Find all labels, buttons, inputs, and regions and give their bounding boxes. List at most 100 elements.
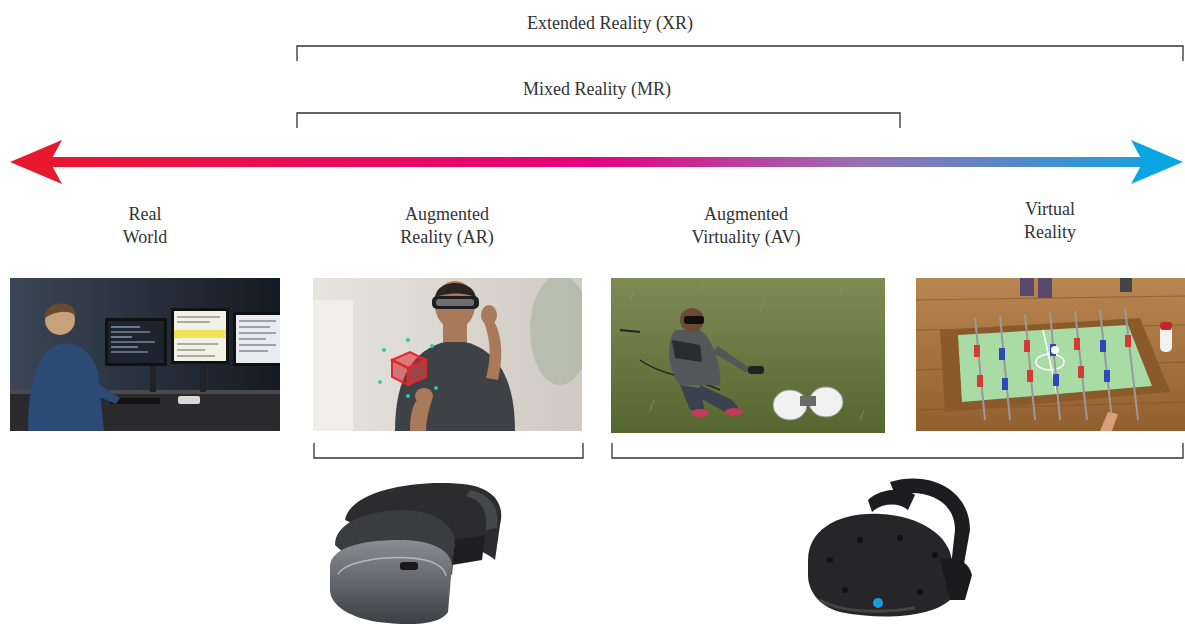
- av-photo-part: [700, 385, 740, 412]
- av-photo-part-part: [700, 283, 703, 290]
- vr-scene-part-part: [1125, 308, 1138, 420]
- vr-scene-part: [1160, 322, 1172, 330]
- vr-scene-part-part: [1100, 340, 1106, 352]
- real-world-photo-part: [108, 321, 164, 363]
- ar-photo-part: [435, 281, 475, 329]
- real-world-photo: [10, 278, 280, 431]
- real-world-photo-part: [236, 315, 280, 363]
- bracket-label: Mixed Reality (MR): [523, 78, 671, 101]
- real-world-photo-part-part: [111, 331, 150, 332]
- ar-photo-part-part: [430, 344, 434, 348]
- vr-scene-part-part: [1053, 374, 1059, 386]
- av-photo-part-part: [760, 302, 764, 310]
- real-world-photo-part-part: [239, 333, 276, 334]
- real-world-photo-part: [45, 303, 76, 318]
- real-world-photo-part: [177, 317, 220, 356]
- vr-headset-part-part: [917, 589, 923, 595]
- av-photo-part: [680, 308, 704, 332]
- vr-headset-part: [868, 490, 915, 512]
- real-world-photo-part-part: [177, 322, 210, 323]
- real-world-photo-part-part: [177, 317, 220, 318]
- real-world-photo-part: [111, 327, 155, 352]
- vr-scene-part-part: [1125, 335, 1131, 347]
- vr-scene-part: [999, 340, 1110, 390]
- spectrum-stage-label: Real World: [106, 203, 184, 248]
- ar-photo-part: [415, 388, 433, 404]
- real-world-photo-part-part: [177, 350, 205, 351]
- ar-headset-part: [330, 540, 452, 624]
- vr-scene-part: [1038, 278, 1052, 298]
- vr-scene-part-part: [1100, 310, 1112, 420]
- av-photo-part-part: [650, 400, 654, 410]
- real-world-photo-part-part: [177, 344, 218, 345]
- real-world-photo-part-part: [111, 346, 138, 347]
- ar-photo: [313, 278, 582, 431]
- real-world-photo-part: [171, 308, 229, 364]
- real-world-photo-part: [233, 312, 280, 366]
- ar-photo-part: [392, 352, 426, 385]
- ar-headset-part: [338, 558, 446, 576]
- ar-photo-part: [481, 305, 497, 325]
- ar-photo-part: [530, 278, 582, 385]
- ar-photo-part: [313, 300, 353, 431]
- vr-scene-part: [1051, 346, 1059, 354]
- av-photo-part: [691, 409, 709, 417]
- av-photo-part: [684, 316, 704, 324]
- real-world-photo-part-part: [111, 326, 140, 327]
- vr-headset-part: [820, 600, 915, 611]
- spectrum-arrow-part: [38, 157, 1158, 167]
- real-world-photo-part-part: [111, 351, 148, 352]
- vr-scene-part: [975, 308, 1138, 420]
- ar-photo-part: [436, 299, 474, 306]
- vr-headset-part-part: [857, 537, 863, 543]
- real-world-photo-part: [105, 318, 167, 366]
- vr-headset-part: [827, 535, 938, 595]
- real-world-photo-part: [200, 364, 206, 392]
- vr-scene-part-part: [1000, 316, 1010, 420]
- real-world-photo-part: [150, 366, 156, 392]
- ar-photo-part-part: [378, 380, 382, 384]
- spectrum-stage-label: Augmented Reality (AR): [381, 203, 513, 248]
- real-world-photo-part-part: [239, 327, 270, 328]
- ar-headset-part: [466, 490, 498, 530]
- vr-scene-part-part: [1002, 378, 1008, 390]
- real-world-photo-part-part: [111, 341, 155, 342]
- vr-headset: [808, 479, 972, 617]
- vr-scene-part-part: [1078, 366, 1084, 378]
- real-world-photo-part: [10, 278, 280, 431]
- vr-headset-part-part: [932, 552, 938, 558]
- vr-scene-part-part: [1027, 370, 1033, 382]
- vr-scene-part-part: [1024, 340, 1030, 352]
- vr-scene-part-part: [1050, 312, 1060, 420]
- real-world-photo-part-part: [239, 351, 268, 352]
- ar-photo-part-part: [406, 394, 410, 398]
- vr-scene-part: [916, 278, 1185, 431]
- spectrum-arrow-part: [1131, 140, 1183, 184]
- ar-photo-part: [378, 338, 438, 398]
- av-photo-part: [800, 396, 816, 406]
- real-world-photo-part-part: [239, 321, 276, 322]
- vr-headset-part-part: [842, 587, 848, 593]
- ar-photo-part: [432, 296, 479, 309]
- real-world-photo-part: [174, 311, 226, 361]
- av-photo-part-part: [860, 410, 864, 420]
- av-photo-part: [630, 283, 864, 420]
- bracket-label: Extended Reality (XR): [527, 12, 693, 35]
- ar-headset: [330, 483, 501, 624]
- ar-photo-part: [484, 318, 501, 380]
- real-world-photo-part: [88, 380, 120, 404]
- vr-scene-part-part: [1025, 314, 1035, 420]
- vr-scene-part-part: [999, 348, 1005, 360]
- vr-headset-part: [873, 598, 883, 608]
- vr-scene-part-part: [974, 345, 980, 357]
- av-photo-part: [620, 330, 640, 332]
- av-photo-part: [725, 408, 743, 416]
- vr-scene-part-part: [1074, 338, 1080, 350]
- spectrum-arrow-part: [10, 140, 62, 184]
- ar-photo-part-part: [406, 338, 410, 342]
- bracket-part: [297, 46, 1183, 61]
- av-photo-part: [748, 366, 764, 374]
- vr-scene-part: [1036, 330, 1064, 394]
- real-world-photo-part: [174, 330, 226, 338]
